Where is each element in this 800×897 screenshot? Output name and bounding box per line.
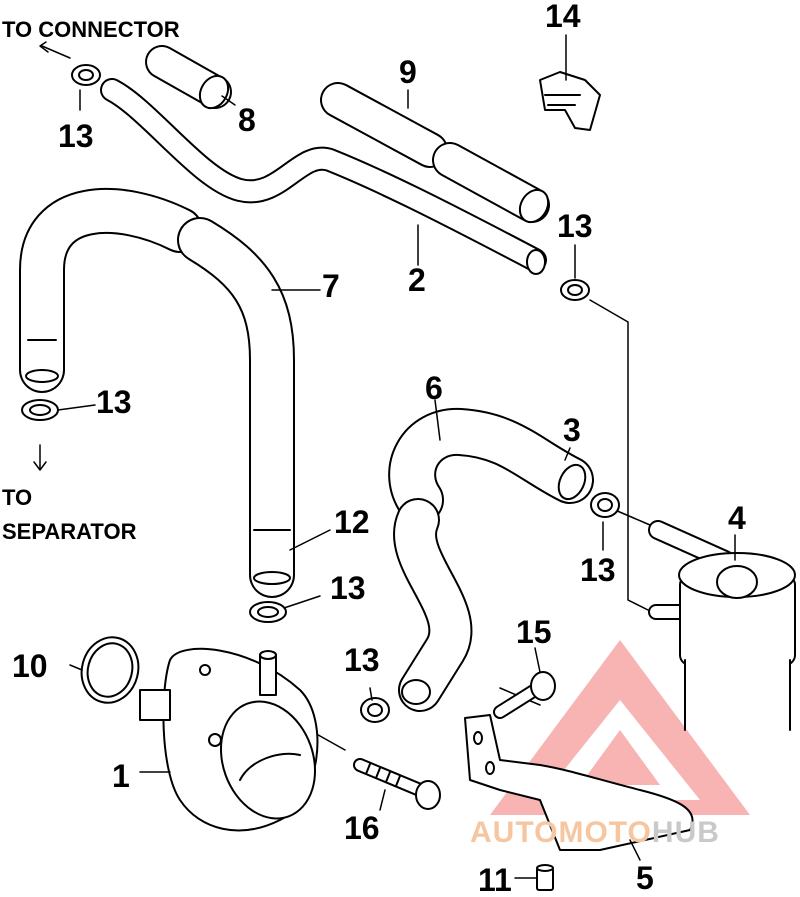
watermark-part2: HUB xyxy=(651,816,720,849)
callout-11: 11 xyxy=(478,862,512,897)
note-to: TO xyxy=(2,485,33,510)
fuel-pump-1 xyxy=(139,647,319,832)
callout-4: 4 xyxy=(728,500,746,536)
clamp-13-c xyxy=(21,399,59,421)
bracket-5 xyxy=(464,714,694,851)
callout-5: 5 xyxy=(636,860,654,896)
clamp-13-f xyxy=(360,697,390,723)
bolt-15 xyxy=(493,671,556,719)
callout-14: 14 xyxy=(545,0,581,34)
clamp-13-e xyxy=(249,601,287,623)
clamp-13-b xyxy=(560,279,590,301)
callout-1: 1 xyxy=(112,758,130,794)
collar-11 xyxy=(536,864,554,891)
callout-9: 9 xyxy=(399,54,417,90)
callout-7: 7 xyxy=(322,268,340,304)
callout-13-top-left: 13 xyxy=(58,118,94,154)
callout-10: 10 xyxy=(12,648,48,684)
o-ring-10 xyxy=(80,636,140,704)
leader-lines xyxy=(57,34,736,879)
hose-8 xyxy=(145,45,232,110)
callout-13-right: 13 xyxy=(580,552,616,588)
callout-16: 16 xyxy=(344,810,380,846)
callout-2: 2 xyxy=(408,262,426,298)
watermark-text: AUTOMOTOHUB xyxy=(470,818,720,848)
clip-14 xyxy=(539,71,601,131)
fuel-filter-4 xyxy=(648,520,796,731)
hose-7 xyxy=(19,187,295,598)
clamp-13-d xyxy=(590,492,620,518)
hose-2 xyxy=(100,78,547,275)
callout-12: 12 xyxy=(334,504,370,540)
callout-13-top-right: 13 xyxy=(557,208,593,244)
callout-13-left: 13 xyxy=(96,384,132,420)
callout-6: 6 xyxy=(425,370,443,406)
callout-13-middle: 13 xyxy=(330,570,366,606)
callout-13-lower: 13 xyxy=(344,642,380,678)
callout-15: 15 xyxy=(516,614,552,650)
bolt-16 xyxy=(353,758,441,810)
hose-6 xyxy=(388,408,594,712)
watermark-part1: AUTOMOTO xyxy=(470,816,652,849)
clamp-13-a xyxy=(71,64,101,86)
callout-3: 3 xyxy=(563,412,581,448)
note-separator: SEPARATOR xyxy=(2,519,137,544)
callout-8: 8 xyxy=(238,102,256,138)
note-to-connector: TO CONNECTOR xyxy=(2,17,180,42)
clamps-13 xyxy=(21,64,620,723)
hose-9 xyxy=(320,82,550,224)
